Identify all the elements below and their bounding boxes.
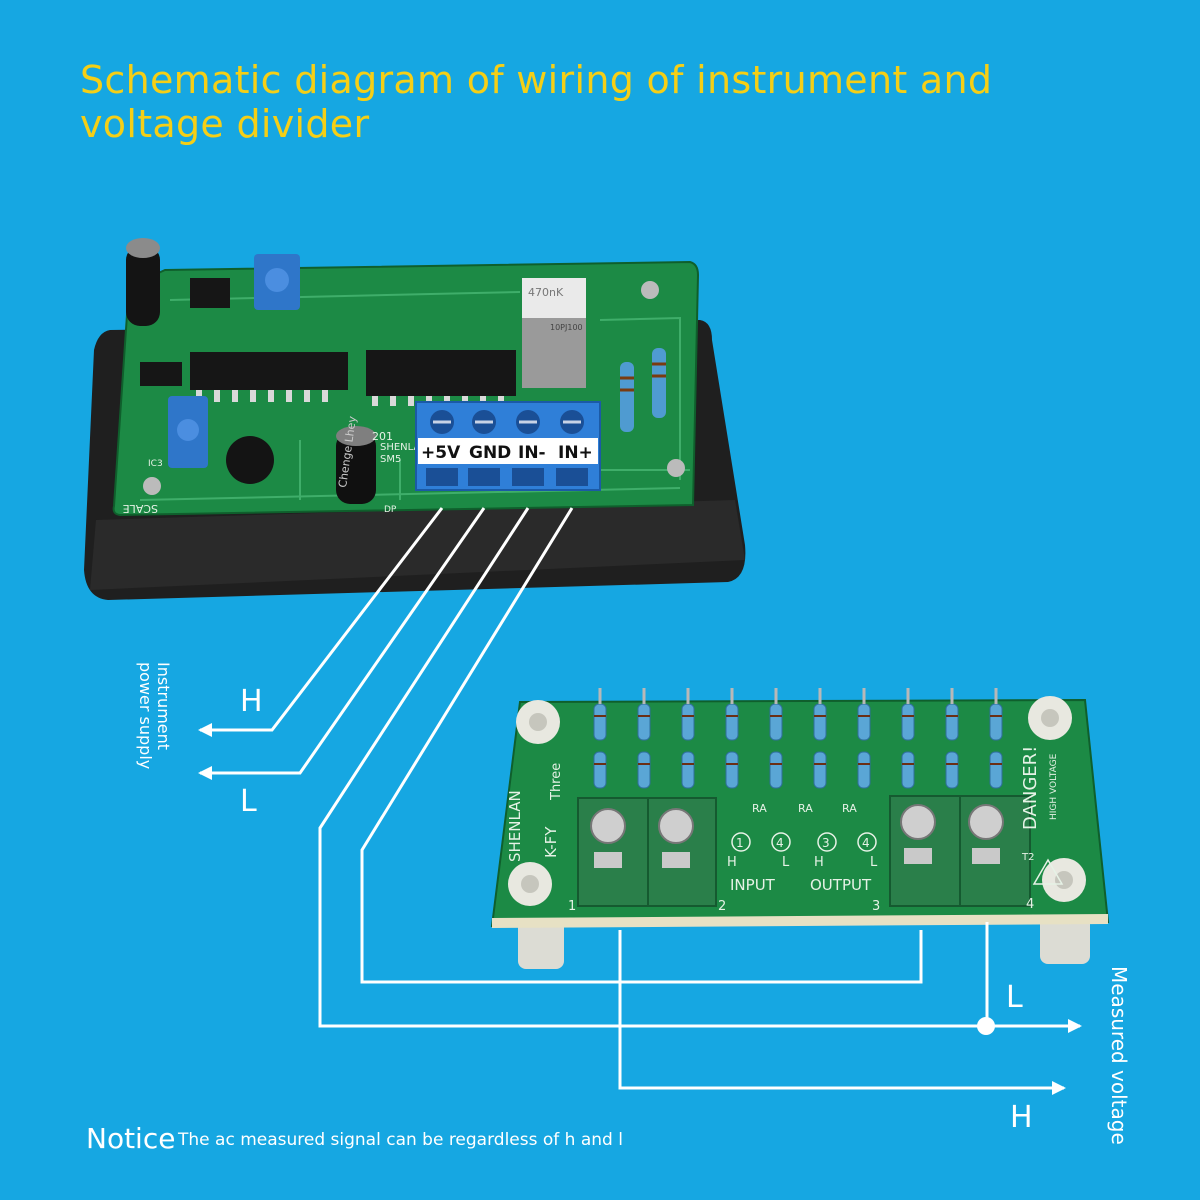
- wire-in-minus: [318, 507, 1082, 1033]
- notice-text: The ac measured signal can be regardless…: [178, 1130, 623, 1150]
- relay-code: 10PJ100: [550, 323, 583, 332]
- terminal-in-plus: IN+: [558, 443, 593, 463]
- relay-value: 470nK: [528, 286, 564, 299]
- wire-in-plus: [360, 507, 923, 984]
- pin-pol-3: H: [814, 855, 824, 870]
- divider-screw-3: [900, 804, 936, 840]
- resistor-array: [593, 688, 1003, 789]
- terminal-screws: [430, 410, 584, 434]
- wire-plus5v: [198, 507, 444, 737]
- pin-pol-1: H: [727, 855, 737, 870]
- resistor-label-3: RA: [842, 802, 857, 815]
- capacitor-top: [126, 246, 160, 326]
- warning-triangle-icon: [1032, 858, 1064, 885]
- pcb-screw-3: [641, 281, 659, 299]
- pin-pol-4: L: [870, 855, 878, 870]
- ic-chip-4: [190, 278, 230, 308]
- pcb-resistors: [620, 348, 666, 432]
- resistor-label-1: RA: [752, 802, 767, 815]
- divider-model: K-FY: [542, 826, 560, 858]
- divider-brand: SHENLAN: [506, 790, 524, 862]
- power-l-label: L: [240, 784, 257, 819]
- t2-label: T2: [1021, 852, 1034, 863]
- wires: [198, 507, 1082, 1095]
- pin-markers: [731, 832, 877, 852]
- divider-terminal-blocks: [577, 795, 1031, 907]
- pin-num-3: 3: [822, 836, 830, 850]
- voltage-divider-module: RA RA RA 1 4 3 4 H L H: [490, 688, 1110, 969]
- terminal-gnd: GND: [469, 443, 511, 463]
- ic-chip-1: [190, 352, 348, 390]
- power-supply-label: Instrument power supply: [136, 662, 173, 770]
- pcb-screw-1: [143, 477, 161, 495]
- pin-num-1: 1: [736, 836, 744, 850]
- dp-silk: DP: [384, 505, 397, 515]
- power-h-label: H: [240, 684, 263, 719]
- notice-heading: Notice: [86, 1122, 176, 1155]
- divider-three: Three: [549, 763, 564, 801]
- pin-pol-2: L: [782, 855, 790, 870]
- divider-screw-4: [968, 804, 1004, 840]
- terminal-num-3: 3: [872, 899, 880, 914]
- terminal-num-2: 2: [718, 899, 726, 914]
- instrument-terminal-block: +5V GND IN- IN+: [415, 401, 601, 491]
- terminal-plus5v: +5V: [421, 443, 461, 463]
- scale-label: SCALE: [123, 502, 158, 515]
- divider-screw-1: [590, 808, 626, 844]
- junction-dot: [977, 1017, 995, 1035]
- measured-l-label: L: [1006, 980, 1023, 1015]
- measured-h-label: H: [1010, 1100, 1033, 1135]
- pin-num-2: 4: [776, 836, 784, 850]
- terminal-num-1: 1: [568, 899, 576, 914]
- transistor: [226, 436, 274, 484]
- model-silk: SM5: [380, 454, 401, 465]
- ic-chip-2: [366, 350, 516, 396]
- output-label: OUTPUT: [810, 876, 872, 894]
- ic-silk: IC3: [148, 459, 163, 469]
- instrument-bezel-back: [90, 500, 745, 590]
- wire-measured-h: [618, 930, 1066, 1095]
- terminal-wire-holes: [426, 468, 588, 486]
- resistor-label-2: RA: [798, 802, 813, 815]
- input-label: INPUT: [730, 876, 776, 894]
- wire-gnd: [198, 507, 486, 780]
- pin-num-4: 4: [862, 836, 870, 850]
- voltage-note: HIGH VOLTAGE: [1049, 753, 1059, 820]
- ic-chip-3: [140, 362, 182, 386]
- brand-silk: SHENLAN: [380, 442, 428, 453]
- capacitor-middle: [336, 432, 376, 504]
- terminal-num-4: 4: [1026, 897, 1034, 912]
- instrument-module: Chenge Lhey 470nK 10PJ100 SCALE SHENLAN …: [84, 238, 746, 600]
- measured-voltage-label: Measured voltage: [1107, 966, 1131, 1145]
- year-silk: 201: [372, 430, 393, 443]
- danger-label: DANGER!: [1020, 746, 1041, 830]
- pcb-screw-2: [667, 459, 685, 477]
- terminal-in-minus: IN-: [518, 443, 546, 463]
- page-title: Schematic diagram of wiring of instrumen…: [80, 58, 993, 146]
- divider-screw-2: [658, 808, 694, 844]
